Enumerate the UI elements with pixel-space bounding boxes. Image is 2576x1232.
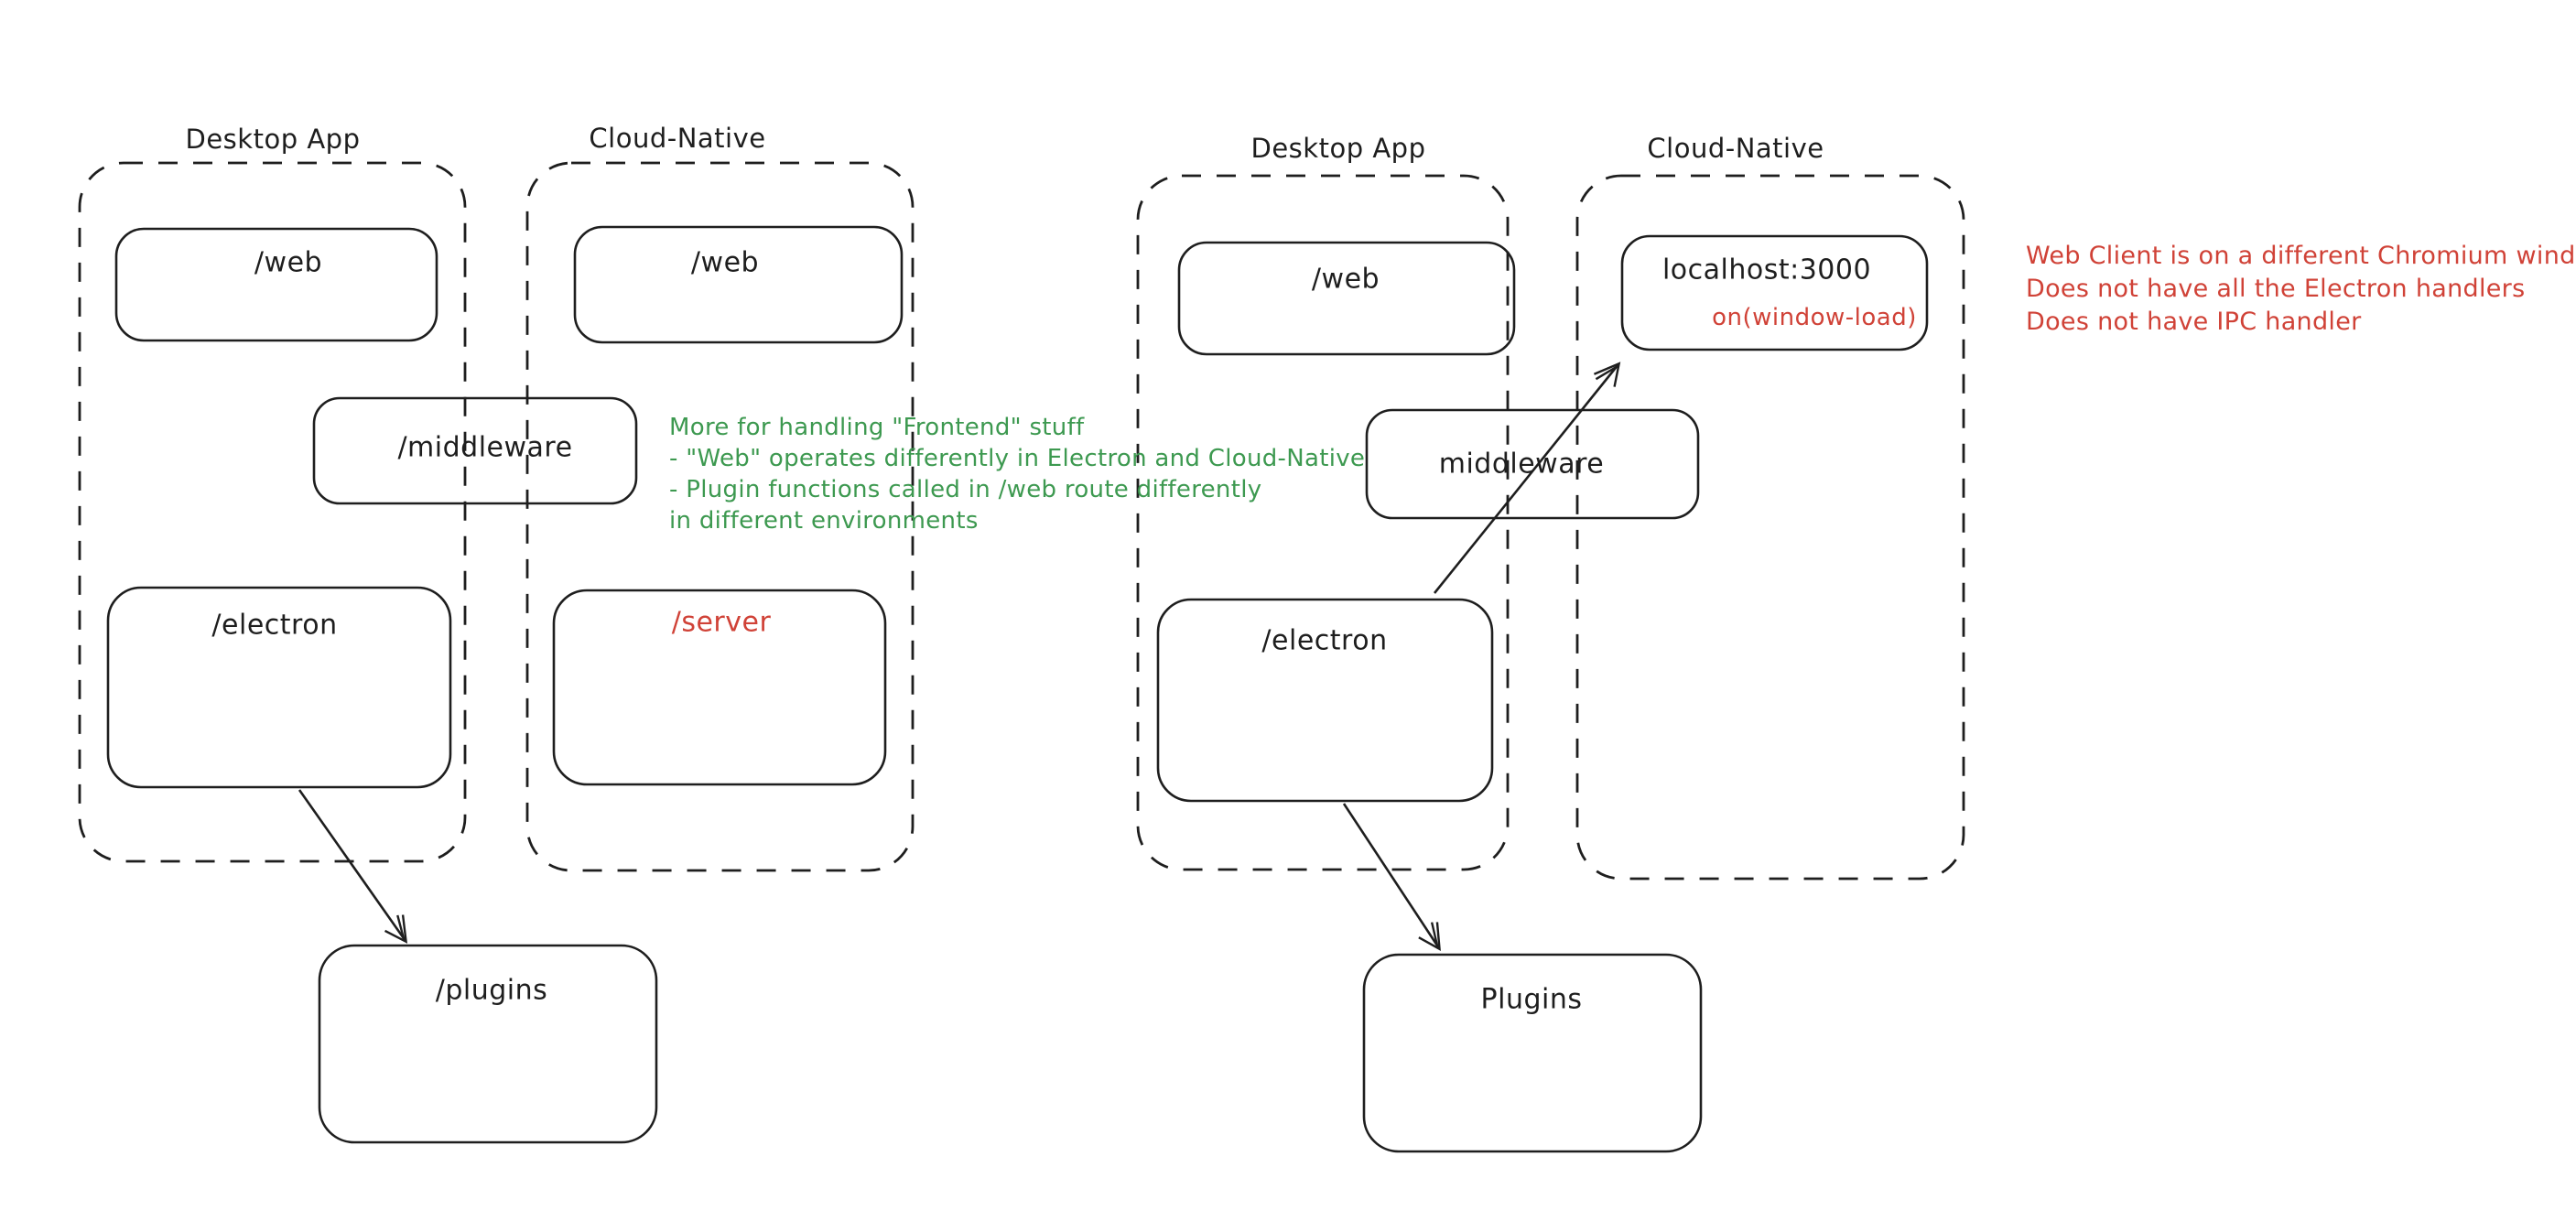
right-cloud-native-container[interactable] xyxy=(1575,174,1965,881)
left-electron-to-plugins-arrow[interactable] xyxy=(298,789,408,944)
green-note-line: in different environments xyxy=(669,507,979,535)
left-cloud-native-container[interactable] xyxy=(525,161,915,872)
right-window-load-label[interactable]: on(window-load) xyxy=(1712,304,1917,331)
right-desktop-app-container[interactable] xyxy=(1136,174,1510,871)
right-cloud-native-label[interactable]: Cloud-Native xyxy=(1647,133,1824,164)
right-electron-box[interactable] xyxy=(1156,598,1494,803)
left-cloud-native-label[interactable]: Cloud-Native xyxy=(589,123,766,154)
left-middleware-label[interactable]: /middleware xyxy=(397,431,573,464)
left-desktop-web-label[interactable]: /web xyxy=(254,246,323,279)
left-electron-label[interactable]: /electron xyxy=(211,609,338,642)
right-desktop-app-label[interactable]: Desktop App xyxy=(1250,133,1426,164)
green-note-line: More for handling "Frontend" stuff xyxy=(669,414,1085,441)
right-middleware-label[interactable]: middleware xyxy=(1438,448,1605,481)
right-electron-to-plugins-arrow[interactable] xyxy=(1342,803,1441,951)
left-cloud-web-label[interactable]: /web xyxy=(690,246,760,279)
right-middleware-box[interactable] xyxy=(1365,408,1700,520)
left-server-label[interactable]: /server xyxy=(671,606,772,639)
right-electron-label[interactable]: /electron xyxy=(1261,624,1388,657)
left-cloud-web-box[interactable] xyxy=(573,225,904,344)
green-note[interactable]: More for handling "Frontend" stuff - "We… xyxy=(669,412,1365,536)
right-localhost-label[interactable]: localhost:3000 xyxy=(1661,254,1872,286)
right-localhost-box[interactable] xyxy=(1620,234,1929,351)
left-desktop-app-container[interactable] xyxy=(78,161,467,863)
left-plugins-label[interactable]: /plugins xyxy=(435,974,548,1007)
red-note-line: Does not have IPC handler xyxy=(2026,308,2362,336)
left-server-box[interactable] xyxy=(552,589,887,786)
left-middleware-box[interactable] xyxy=(312,396,638,505)
green-note-line: - "Web" operates differently in Electron… xyxy=(669,445,1366,472)
left-plugins-box[interactable] xyxy=(318,944,658,1144)
left-desktop-web-box[interactable] xyxy=(114,227,438,342)
red-note-line: Web Client is on a different Chromium wi… xyxy=(2026,242,2576,270)
right-electron-to-localhost-arrow[interactable] xyxy=(1433,362,1621,594)
red-note-line: Does not have all the Electron handlers xyxy=(2026,275,2526,303)
left-desktop-app-label[interactable]: Desktop App xyxy=(185,124,361,155)
green-note-line: - Plugin functions called in /web route … xyxy=(669,476,1262,503)
left-electron-box[interactable] xyxy=(106,586,452,789)
right-desktop-web-label[interactable]: /web xyxy=(1311,263,1380,296)
right-desktop-web-box[interactable] xyxy=(1177,241,1516,356)
right-plugins-label[interactable]: Plugins xyxy=(1480,983,1583,1016)
right-plugins-box[interactable] xyxy=(1362,953,1703,1153)
red-note[interactable]: Web Client is on a different Chromium wi… xyxy=(2026,240,2576,339)
